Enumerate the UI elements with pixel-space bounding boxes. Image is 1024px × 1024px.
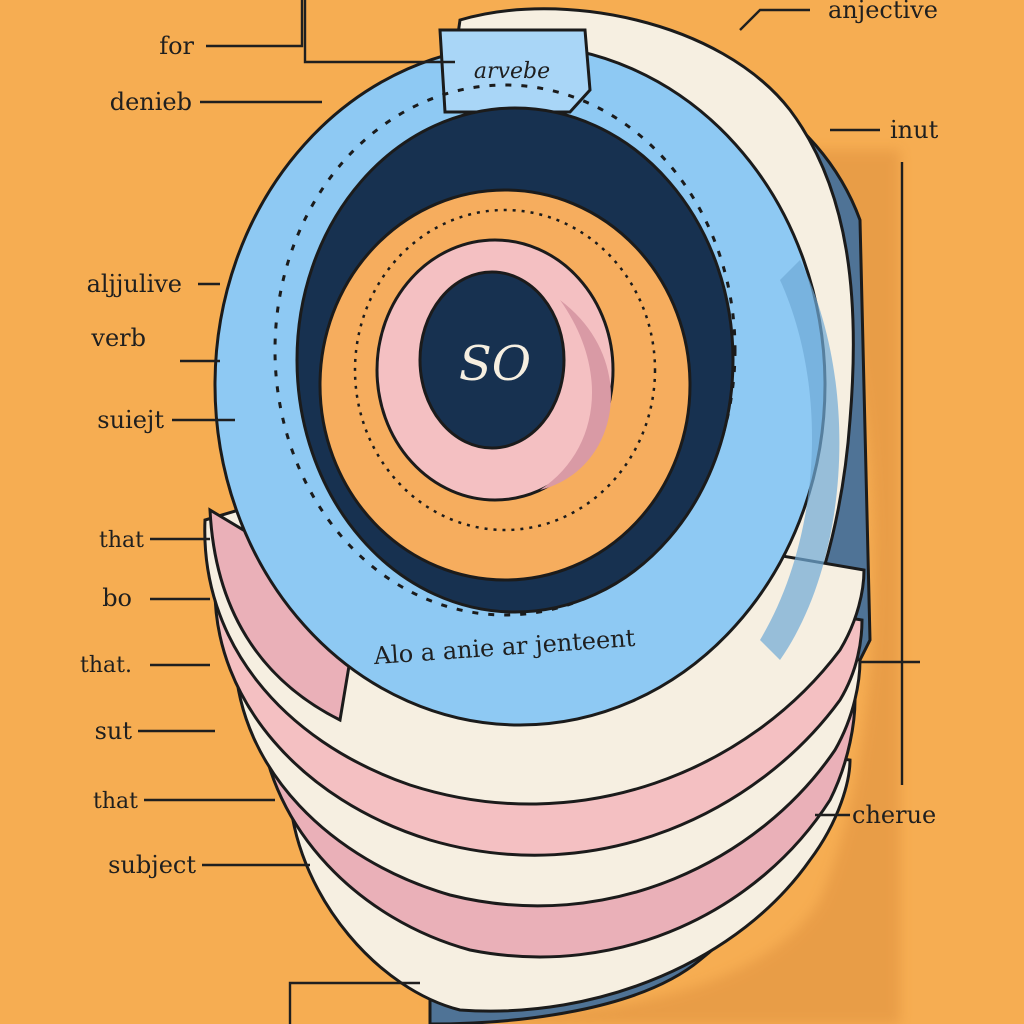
left-label-that-1: that <box>99 528 144 553</box>
left-connector-0 <box>206 0 304 48</box>
top-tab <box>438 28 592 114</box>
left-label-subject: subject <box>108 851 196 879</box>
left-label-for: for <box>159 32 194 60</box>
right-label-cherue: cherue <box>852 801 936 829</box>
left-label-sut: sut <box>95 717 133 745</box>
blue-dashed-guide <box>273 83 737 617</box>
left-label-aljjulive: aljjulive <box>87 270 182 298</box>
left-label-that-3: that <box>93 789 138 814</box>
lower-sheet-pink-3 <box>208 507 362 723</box>
pink-ring-shade <box>540 300 611 490</box>
left-label-verb: verb <box>90 324 146 352</box>
orange-dashed-guide <box>353 208 657 532</box>
right-label-anjective: anjective <box>828 0 938 24</box>
left-label-denieb: denieb <box>110 88 192 116</box>
center-core <box>418 270 566 450</box>
center-word: SO <box>459 336 531 392</box>
outer-blue-ring-side <box>760 260 840 660</box>
left-connector-0b <box>303 0 455 64</box>
left-label-suiejt: suiejt <box>97 406 164 434</box>
bottom-connector <box>288 981 420 1024</box>
right-connector-0 <box>739 8 810 31</box>
right-label-inut: inut <box>890 116 939 144</box>
left-label-that-2: that. <box>80 653 132 678</box>
left-label-bo: bo <box>102 584 132 612</box>
tab-label: arvebe <box>474 59 550 84</box>
